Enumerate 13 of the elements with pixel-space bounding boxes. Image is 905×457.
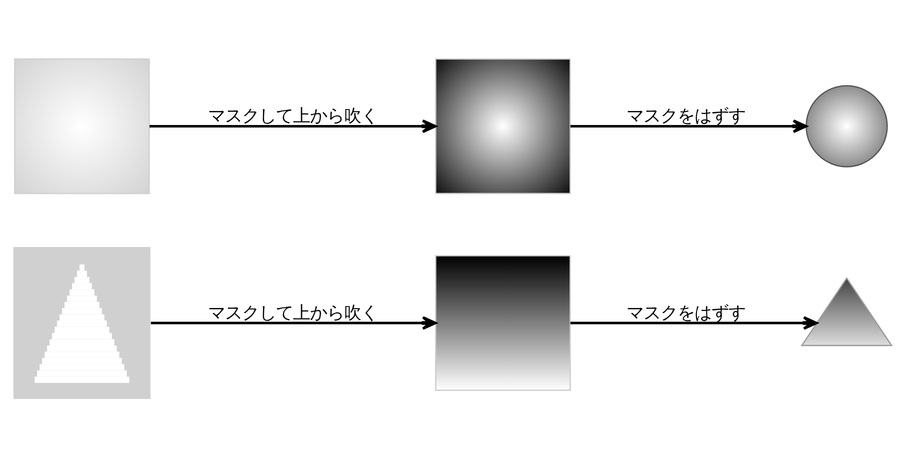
arrow: [570, 316, 818, 330]
node-picture: [806, 84, 888, 167]
node-picture: [435, 58, 571, 194]
node-picture: [14, 58, 150, 194]
node-picture: [435, 254, 571, 390]
edge-label: マスクして上から吹く: [208, 302, 378, 323]
arrow: [150, 316, 437, 330]
node-picture: [13, 246, 150, 399]
edge-label: マスクをはずす: [626, 106, 746, 126]
edge-label: マスクして上から吹く: [208, 106, 378, 126]
arrow: [570, 118, 808, 133]
arrow: [150, 118, 437, 133]
edge-label: マスクをはずす: [626, 302, 746, 323]
